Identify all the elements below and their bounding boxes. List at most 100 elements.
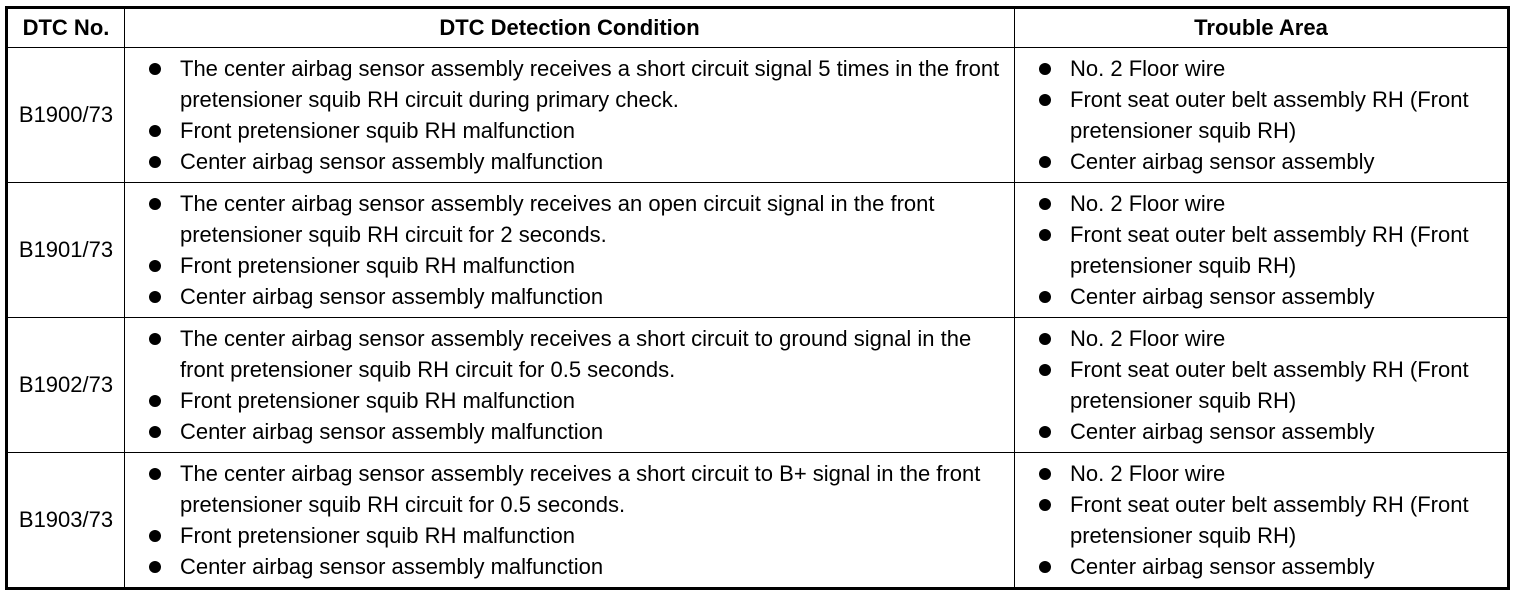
bullet-icon — [149, 198, 161, 210]
condition-item-text: The center airbag sensor assembly receiv… — [180, 56, 1000, 112]
condition-item-text: Center airbag sensor assembly malfunctio… — [180, 419, 604, 444]
condition-item: Center airbag sensor assembly malfunctio… — [125, 146, 1014, 177]
bullet-icon — [149, 530, 161, 542]
bullet-icon — [149, 63, 161, 75]
condition-item: The center airbag sensor assembly receiv… — [125, 323, 1014, 385]
trouble-area-item-text: Center airbag sensor assembly — [1070, 284, 1375, 309]
trouble-area-item-text: Center airbag sensor assembly — [1070, 149, 1375, 174]
bullet-icon — [1039, 198, 1051, 210]
bullet-icon — [149, 468, 161, 480]
trouble-area-item: Front seat outer belt assembly RH (Front… — [1015, 84, 1507, 146]
dtc-code: B1900/73 — [6, 47, 125, 183]
condition-item-list: The center airbag sensor assembly receiv… — [125, 188, 1014, 312]
header-condition: DTC Detection Condition — [124, 7, 1015, 48]
header-trouble-area: Trouble Area — [1014, 7, 1509, 48]
condition-item: Front pretensioner squib RH malfunction — [125, 115, 1014, 146]
condition-item-text: The center airbag sensor assembly receiv… — [180, 191, 935, 247]
bullet-icon — [1039, 291, 1051, 303]
trouble-area-item: No. 2 Floor wire — [1015, 53, 1507, 84]
condition-item-text: Front pretensioner squib RH malfunction — [180, 388, 575, 413]
condition-item-text: Center airbag sensor assembly malfunctio… — [180, 149, 604, 174]
condition-item: Front pretensioner squib RH malfunction — [125, 520, 1014, 551]
condition-item-text: Front pretensioner squib RH malfunction — [180, 118, 575, 143]
detection-condition-cell: The center airbag sensor assembly receiv… — [124, 182, 1015, 318]
bullet-icon — [1039, 156, 1051, 168]
header-dtc-no: DTC No. — [6, 7, 125, 48]
dtc-code: B1903/73 — [6, 452, 125, 589]
condition-item-list: The center airbag sensor assembly receiv… — [125, 53, 1014, 177]
detection-condition-cell: The center airbag sensor assembly receiv… — [124, 47, 1015, 183]
bullet-icon — [1039, 63, 1051, 75]
trouble-area-item-text: No. 2 Floor wire — [1070, 56, 1226, 81]
trouble-area-item-text: No. 2 Floor wire — [1070, 191, 1226, 216]
trouble-area-item: Front seat outer belt assembly RH (Front… — [1015, 489, 1507, 551]
trouble-area-item-text: Front seat outer belt assembly RH (Front… — [1070, 492, 1469, 548]
trouble-area-item: Center airbag sensor assembly — [1015, 416, 1507, 447]
trouble-area-item: Center airbag sensor assembly — [1015, 551, 1507, 582]
bullet-icon — [149, 426, 161, 438]
trouble-area-item: No. 2 Floor wire — [1015, 188, 1507, 219]
bullet-icon — [149, 333, 161, 345]
table-row: B1902/73 The center airbag sensor assembl… — [6, 317, 1509, 453]
condition-item-list: The center airbag sensor assembly receiv… — [125, 458, 1014, 582]
condition-item-text: Front pretensioner squib RH malfunction — [180, 253, 575, 278]
bullet-icon — [1039, 468, 1051, 480]
bullet-icon — [149, 395, 161, 407]
trouble-area-item-text: No. 2 Floor wire — [1070, 326, 1226, 351]
bullet-icon — [149, 561, 161, 573]
condition-item-text: Center airbag sensor assembly malfunctio… — [180, 554, 604, 579]
trouble-area-item: Front seat outer belt assembly RH (Front… — [1015, 219, 1507, 281]
trouble-area-item-text: Center airbag sensor assembly — [1070, 419, 1375, 444]
condition-item: Front pretensioner squib RH malfunction — [125, 250, 1014, 281]
condition-item: The center airbag sensor assembly receiv… — [125, 188, 1014, 250]
bullet-icon — [1039, 499, 1051, 511]
trouble-area-item: No. 2 Floor wire — [1015, 323, 1507, 354]
bullet-icon — [1039, 364, 1051, 376]
trouble-area-item: Center airbag sensor assembly — [1015, 146, 1507, 177]
trouble-area-item: Front seat outer belt assembly RH (Front… — [1015, 354, 1507, 416]
bullet-icon — [149, 260, 161, 272]
bullet-icon — [1039, 94, 1051, 106]
bullet-icon — [1039, 333, 1051, 345]
condition-item: Center airbag sensor assembly malfunctio… — [125, 281, 1014, 312]
dtc-code: B1902/73 — [6, 317, 125, 453]
trouble-area-item-text: Front seat outer belt assembly RH (Front… — [1070, 222, 1469, 278]
header-row: DTC No. DTC Detection Condition Trouble … — [6, 7, 1509, 48]
trouble-area-item: No. 2 Floor wire — [1015, 458, 1507, 489]
dtc-code: B1901/73 — [6, 182, 125, 318]
detection-condition-cell: The center airbag sensor assembly receiv… — [124, 452, 1015, 589]
bullet-icon — [149, 125, 161, 137]
condition-item: Front pretensioner squib RH malfunction — [125, 385, 1014, 416]
trouble-area-item: Center airbag sensor assembly — [1015, 281, 1507, 312]
condition-item-text: The center airbag sensor assembly receiv… — [180, 326, 972, 382]
bullet-icon — [149, 291, 161, 303]
condition-item-list: The center airbag sensor assembly receiv… — [125, 323, 1014, 447]
condition-item: Center airbag sensor assembly malfunctio… — [125, 551, 1014, 582]
table-row: B1901/73 The center airbag sensor assembl… — [6, 182, 1509, 318]
dtc-table: DTC No. DTC Detection Condition Trouble … — [5, 6, 1510, 590]
condition-item: The center airbag sensor assembly receiv… — [125, 458, 1014, 520]
trouble-area-item-text: Front seat outer belt assembly RH (Front… — [1070, 87, 1469, 143]
detection-condition-cell: The center airbag sensor assembly receiv… — [124, 317, 1015, 453]
table-row: B1900/73 The center airbag sensor assembl… — [6, 47, 1509, 183]
trouble-area-item-text: Center airbag sensor assembly — [1070, 554, 1375, 579]
condition-item-text: Center airbag sensor assembly malfunctio… — [180, 284, 604, 309]
trouble-area-item-text: Front seat outer belt assembly RH (Front… — [1070, 357, 1469, 413]
condition-item-text: Front pretensioner squib RH malfunction — [180, 523, 575, 548]
bullet-icon — [149, 156, 161, 168]
bullet-icon — [1039, 561, 1051, 573]
bullet-icon — [1039, 229, 1051, 241]
bullet-icon — [1039, 426, 1051, 438]
trouble-area-item-text: No. 2 Floor wire — [1070, 461, 1226, 486]
condition-item: The center airbag sensor assembly receiv… — [125, 53, 1014, 115]
